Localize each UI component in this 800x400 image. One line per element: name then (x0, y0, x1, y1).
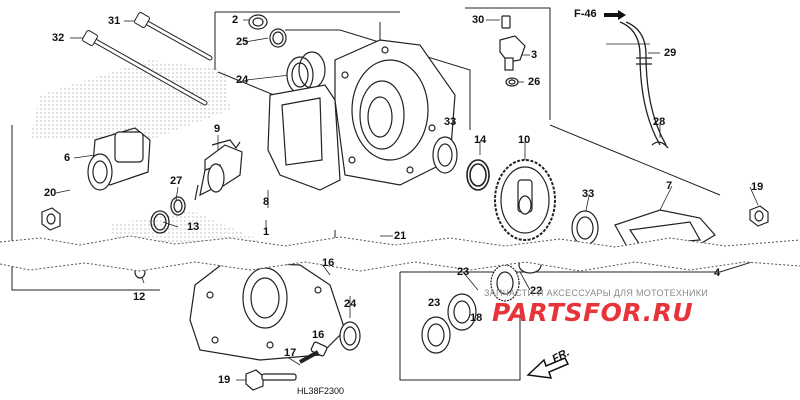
callout-28: 28 (653, 116, 666, 128)
seal-24-lower (339, 321, 361, 351)
bearing-24-top (286, 51, 326, 94)
callout-33-right: 33 (582, 188, 595, 200)
callout-32: 32 (52, 32, 65, 44)
callout-29: 29 (664, 47, 677, 59)
callout-33-left: 33 (444, 116, 457, 128)
lower-housing (189, 261, 346, 361)
callout-9: 9 (214, 123, 221, 135)
callout-31: 31 (108, 15, 121, 27)
callout-21: 21 (394, 230, 407, 242)
torn-band (0, 236, 800, 271)
callout-17: 17 (284, 347, 297, 359)
bolt-17 (299, 341, 328, 364)
watermark-logo: PARTSFOR.RU (492, 298, 694, 327)
bolt-31 (134, 12, 213, 61)
gear-case (267, 39, 456, 191)
callout-24-top: 24 (236, 74, 249, 86)
callout-22: 22 (530, 285, 543, 297)
callout-14: 14 (474, 134, 487, 146)
section-arrow-icon (604, 10, 626, 20)
shading-left (30, 60, 230, 140)
callout-1: 1 (263, 226, 270, 238)
sensor-3 (499, 15, 526, 87)
callout-13: 13 (187, 221, 200, 233)
callout-30: 30 (472, 14, 485, 26)
callout-4: 4 (714, 267, 721, 279)
breather-tube-29 (619, 21, 667, 146)
pinion-9 (194, 139, 243, 201)
callout-7: 7 (666, 180, 673, 192)
bolt-32 (82, 30, 208, 106)
ring-14 (466, 159, 490, 191)
watermark-tagline: ЗАПЧАСТИ И АКСЕССУАРЫ ДЛЯ МОТОТЕХНИКИ (484, 288, 709, 298)
callout-25: 25 (236, 36, 249, 48)
callout-16-upper: 16 (322, 257, 335, 269)
callout-3: 3 (531, 49, 538, 61)
part-6-joint (87, 127, 151, 191)
callout-16-lower: 16 (312, 329, 325, 341)
bearings-23 (421, 293, 477, 354)
ring-gear-10 (494, 159, 556, 241)
callout-24-lower: 24 (344, 298, 357, 310)
torn-edge-top (0, 235, 800, 248)
torn-edge-bottom (0, 261, 800, 272)
callout-26: 26 (528, 76, 541, 88)
callout-10: 10 (518, 134, 531, 146)
front-direction-arrow (526, 357, 570, 379)
section-reference: F-46 (574, 8, 597, 20)
callout-18: 18 (470, 312, 483, 324)
callout-19-right: 19 (751, 181, 764, 193)
callout-23-upper: 23 (457, 266, 470, 278)
callout-20: 20 (44, 187, 57, 199)
rings-lower-left (150, 196, 186, 234)
clip-28 (651, 141, 669, 149)
callout-12: 12 (133, 291, 146, 303)
leader-lines (55, 19, 759, 381)
bearing-33-right (571, 210, 599, 246)
callout-8: 8 (263, 196, 270, 208)
bolt-19-lower (245, 369, 297, 391)
bearing-33-left (432, 136, 458, 174)
sleeve-18-22 (490, 256, 542, 302)
drawing-code: HL38F2300 (297, 386, 345, 396)
callout-27: 27 (170, 175, 183, 187)
callout-23-lower: 23 (428, 297, 441, 309)
callout-2: 2 (232, 14, 239, 26)
nut-20 (41, 207, 61, 231)
callout-19-lower: 19 (218, 374, 231, 386)
callout-6: 6 (64, 152, 71, 164)
seal-2-25 (248, 14, 287, 48)
nut-19-right (749, 205, 769, 227)
